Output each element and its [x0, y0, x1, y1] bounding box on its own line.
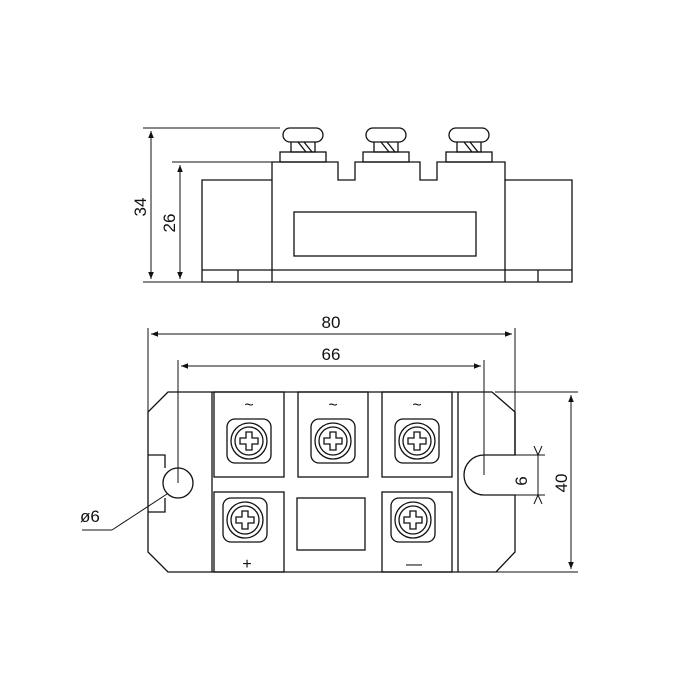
side-housing-outline [201, 161, 573, 283]
side-window [293, 211, 477, 257]
screw-heads [222, 418, 440, 543]
terminal-cavity-2 [297, 391, 369, 478]
terminal-negative-label: — [406, 556, 422, 573]
dim-height-total: 34 [131, 198, 150, 217]
dim-width-total: 40 [552, 474, 571, 493]
screw-ac-2-icon [310, 418, 356, 464]
terminal-ac-2-label: ~ [328, 397, 337, 414]
side-dimensions [143, 127, 280, 283]
center-label-window [296, 497, 366, 551]
dim-hole-diameter: ø6 [80, 507, 100, 526]
terminal-ac-3-label: ~ [412, 397, 421, 414]
screw-ac-1-icon [226, 418, 272, 464]
terminal-cavity-minus [381, 491, 453, 573]
screw-negative-icon [390, 497, 436, 543]
side-screw-3 [445, 127, 493, 163]
terminal-cavity-plus [213, 491, 285, 573]
dim-height-body: 26 [160, 214, 179, 233]
dim-slot-width: 6 [512, 476, 531, 485]
dim-hole-spacing: 66 [322, 345, 341, 364]
terminal-ac-1-label: ~ [244, 397, 253, 414]
side-view [201, 127, 573, 283]
side-screw-1 [279, 127, 327, 163]
screw-ac-3-icon [394, 418, 440, 464]
terminal-positive-label: + [242, 556, 251, 573]
terminal-cavity-1 [213, 391, 285, 478]
terminal-cavity-3 [381, 391, 453, 478]
dim-length-total: 80 [322, 313, 341, 332]
top-dimensions [82, 328, 578, 573]
side-screw-2 [362, 127, 410, 163]
screw-positive-icon [222, 497, 268, 543]
